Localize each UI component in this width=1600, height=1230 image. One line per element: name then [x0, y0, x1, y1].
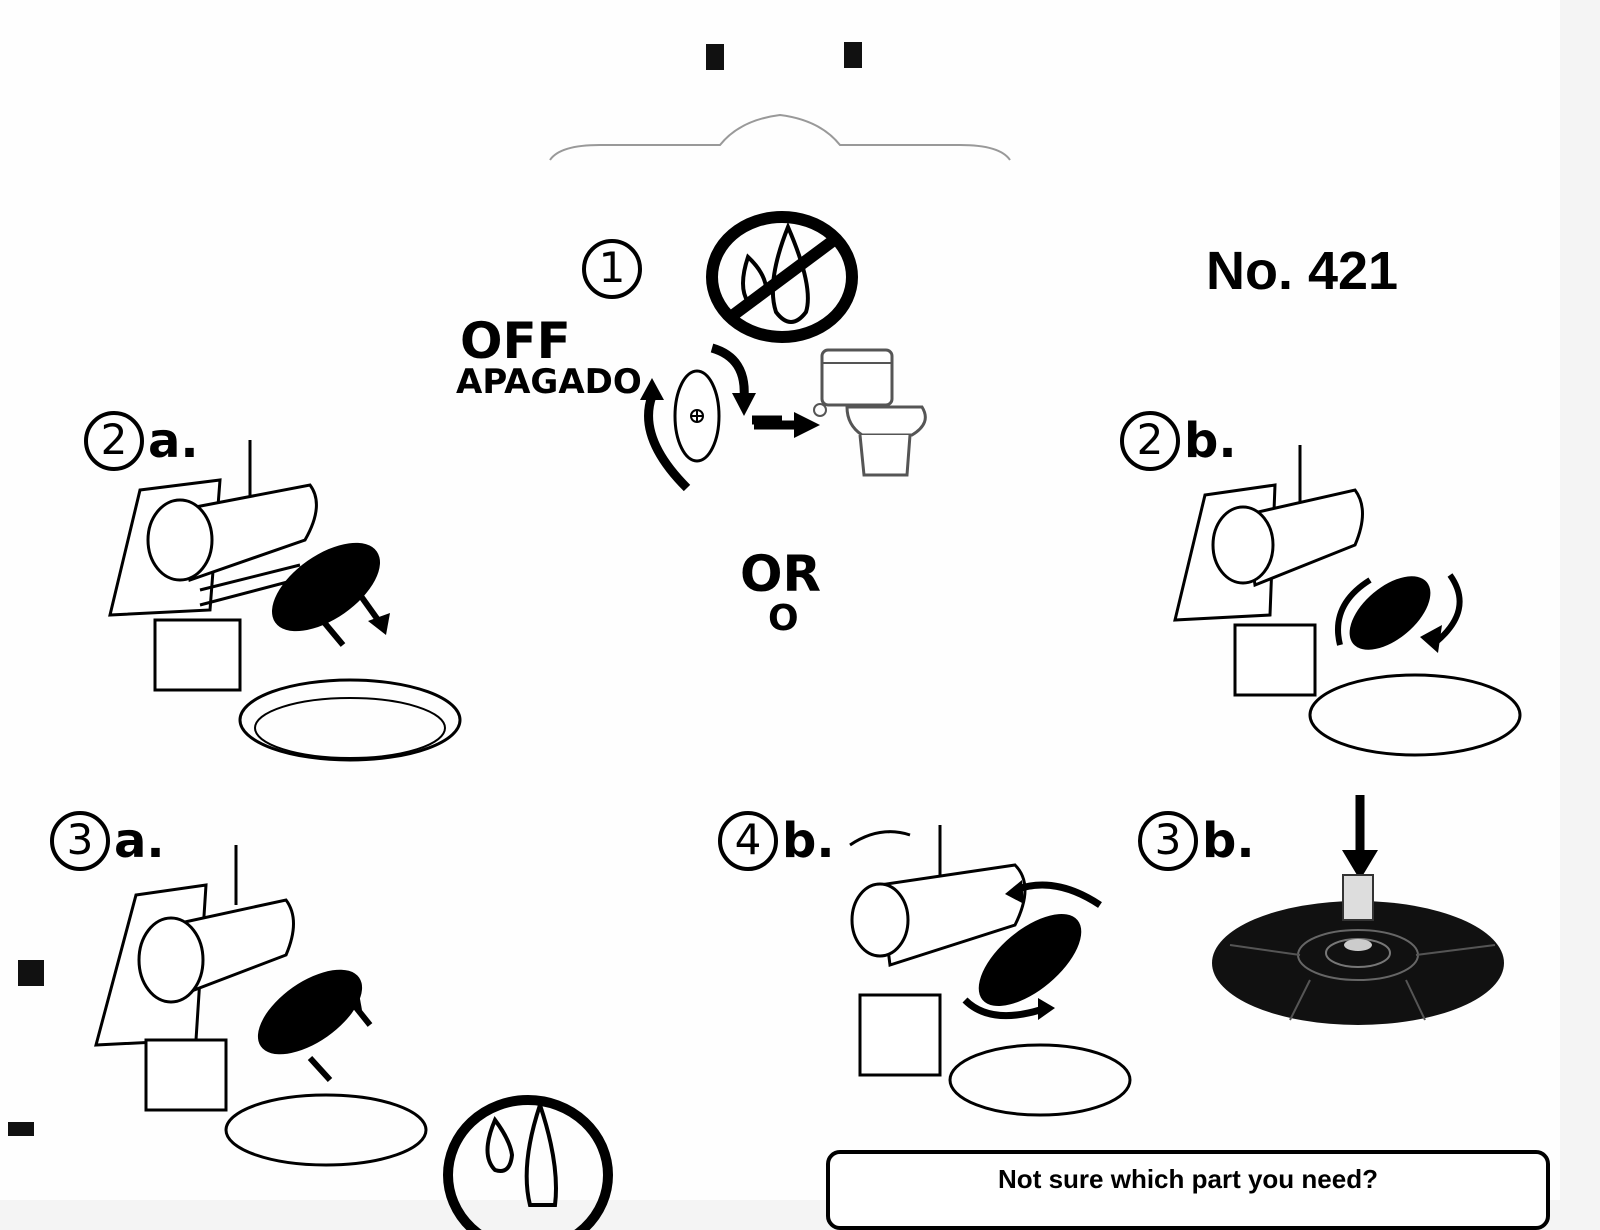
registration-mark-top-left: [706, 44, 724, 70]
arrow-down-icon: [1342, 795, 1378, 880]
aerator-disc-icon: [271, 542, 390, 647]
apagado-label: APAGADO: [456, 362, 642, 402]
faucet-icon: [94, 845, 428, 1167]
shutoff-valve-icon: [640, 343, 782, 492]
faucet-icon: [108, 440, 462, 762]
product-number: No. 421: [1206, 241, 1399, 301]
step-number: 2: [84, 411, 144, 471]
arrow-right-icon: [754, 412, 820, 438]
step-suffix: a.: [148, 413, 199, 469]
toilet-icon: [813, 348, 927, 477]
step-suffix: a.: [114, 813, 165, 869]
step-suffix: b.: [782, 813, 835, 869]
o-label: O: [768, 598, 799, 639]
step-suffix: b.: [1202, 813, 1255, 869]
step-number: 3: [1138, 811, 1198, 871]
registration-mark-top-right: [844, 42, 862, 68]
or-label: OR: [740, 545, 822, 603]
aerator-disc-icon: [1212, 874, 1504, 1025]
step-number: 2: [1120, 411, 1180, 471]
registration-mark-side: [18, 960, 44, 986]
hang-tab-outline: [549, 113, 1011, 161]
water-drops-icon: [443, 1095, 613, 1230]
faucet-icon: [1173, 445, 1522, 757]
aerator-disc-icon: [257, 969, 373, 1083]
aerator-disc-icon: [962, 880, 1102, 1020]
help-question: Not sure which part you need?: [998, 1164, 1378, 1194]
step-number: 1: [582, 239, 642, 299]
registration-mark-side-lower: [8, 1122, 34, 1136]
step-number: 3: [50, 811, 110, 871]
step-suffix: b.: [1184, 413, 1237, 469]
help-box: Not sure which part you need?: [826, 1150, 1550, 1230]
step-number: 4: [718, 811, 778, 871]
aerator-disc-icon: [1335, 573, 1463, 653]
faucet-icon: [849, 825, 1132, 1117]
no-water-icon: [706, 211, 858, 343]
step-1-label: 1: [582, 236, 642, 299]
off-label: OFF: [460, 312, 571, 370]
